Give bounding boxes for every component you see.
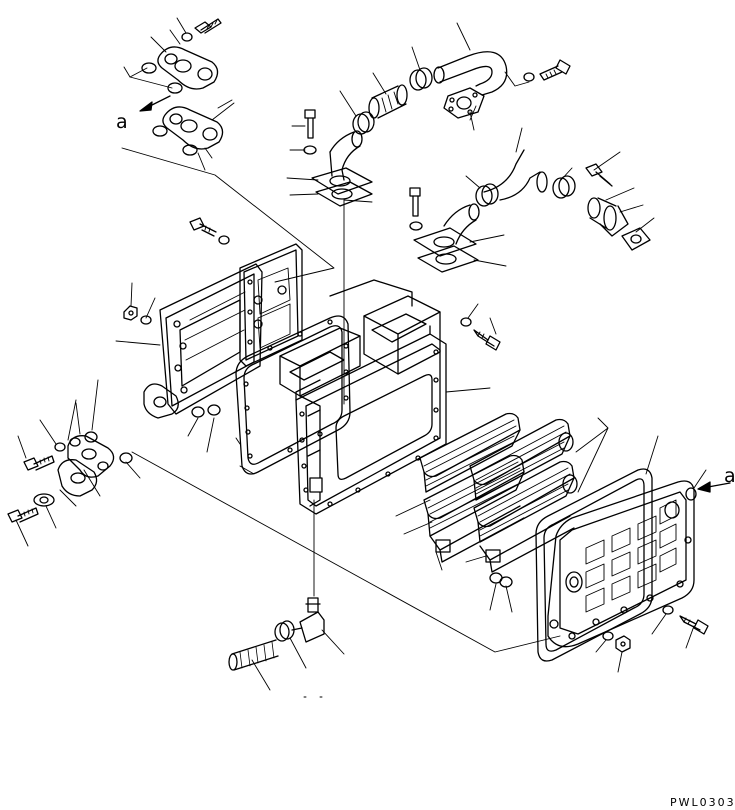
label-a-left: a bbox=[116, 111, 128, 133]
cooler-core-upper-1 bbox=[419, 412, 521, 493]
housing-gasket bbox=[235, 315, 351, 475]
drain-hose bbox=[228, 639, 279, 671]
elbow-pipe-1 bbox=[329, 130, 363, 181]
drawing-code: PWL0303 bbox=[670, 796, 735, 809]
washer-left-1 bbox=[54, 442, 66, 452]
cooler-core-upper-2 bbox=[469, 418, 574, 501]
o-ring-cooler-2 bbox=[499, 576, 513, 588]
flange-right bbox=[621, 227, 651, 251]
washer-right-bottom bbox=[662, 605, 674, 615]
center-housing-group bbox=[235, 199, 501, 597]
hose-clamp-top bbox=[409, 67, 433, 91]
washer-left-mid bbox=[140, 315, 152, 325]
o-ring-4 bbox=[182, 144, 198, 156]
nut-right-bottom bbox=[615, 635, 631, 653]
main-housing bbox=[279, 279, 447, 515]
bolt-top-left bbox=[194, 18, 222, 34]
bolt-top-right bbox=[539, 59, 571, 81]
nut-left bbox=[123, 305, 138, 321]
drain-group bbox=[228, 597, 345, 698]
cooler-core-group bbox=[395, 412, 609, 613]
cooler-core-lower-1 bbox=[423, 454, 525, 537]
drain-cock bbox=[291, 597, 325, 643]
gasket-left-bottom bbox=[57, 459, 98, 497]
o-ring-2 bbox=[167, 82, 183, 94]
sleeve-connector bbox=[587, 197, 629, 237]
washer-center-right bbox=[460, 317, 472, 327]
side-cover-bolted bbox=[239, 243, 303, 367]
o-ring-left-1 bbox=[191, 406, 205, 418]
washer-elbow-2 bbox=[409, 221, 423, 231]
washer-left-top bbox=[218, 235, 230, 245]
bolt-elbow-2 bbox=[409, 187, 421, 217]
washer-top-right bbox=[523, 72, 535, 82]
end-cover-group: a bbox=[535, 435, 735, 673]
bolt-left-top bbox=[189, 217, 217, 237]
flange-lower bbox=[162, 106, 224, 150]
o-ring-left-2 bbox=[207, 404, 221, 416]
hose-group-top bbox=[217, 22, 571, 207]
u-pipe bbox=[433, 51, 508, 96]
o-ring-left-4 bbox=[119, 452, 133, 464]
label-a-right: a bbox=[724, 465, 735, 487]
end-cover bbox=[547, 480, 695, 648]
left-header-group bbox=[115, 217, 303, 453]
washer-top-left bbox=[181, 32, 193, 42]
hose-clamp-right bbox=[475, 183, 499, 207]
o-ring-left-3 bbox=[84, 431, 98, 443]
bolt-right-2 bbox=[585, 163, 613, 187]
gasket-elbow-1 bbox=[315, 181, 373, 207]
washer-elbow bbox=[303, 145, 317, 155]
o-ring-3 bbox=[152, 125, 168, 137]
flange-left-bottom bbox=[67, 435, 115, 478]
o-ring-end-cover bbox=[685, 487, 697, 501]
bolt-left-2 bbox=[7, 507, 39, 523]
hose-clamp-far-right bbox=[552, 175, 576, 199]
bolt-right-bottom bbox=[679, 615, 709, 635]
gasket-elbow-2 bbox=[417, 245, 479, 273]
curved-pipe bbox=[483, 149, 548, 201]
elbow-pipe-2 bbox=[443, 203, 480, 245]
bolt-left-1 bbox=[23, 455, 55, 471]
flange-upper bbox=[157, 46, 219, 90]
cover-plate-left bbox=[33, 493, 55, 507]
o-ring-1 bbox=[141, 62, 157, 74]
bolt-center-right bbox=[473, 329, 501, 351]
top-left-flange-group: a bbox=[116, 17, 335, 283]
left-bottom-flange-group bbox=[7, 379, 561, 653]
cooler-core-base-1 bbox=[429, 505, 525, 563]
cooler-core-lower-2 bbox=[473, 460, 578, 543]
hose-group-right bbox=[409, 127, 655, 273]
washer-right-bottom-2 bbox=[602, 631, 614, 641]
hose-straight bbox=[368, 84, 408, 119]
flange-elbow-2 bbox=[413, 227, 477, 257]
bolt-elbow bbox=[304, 109, 316, 139]
flange-plate-top bbox=[443, 87, 485, 119]
drain-hose-clamp bbox=[274, 620, 295, 642]
